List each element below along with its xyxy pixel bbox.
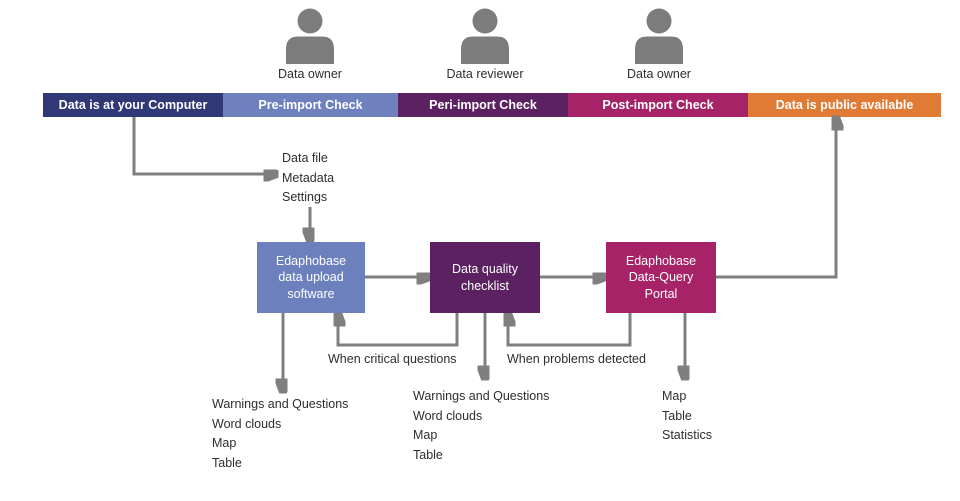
box-label-line: Data-Query bbox=[628, 270, 694, 285]
output-list-item: Warnings and Questions bbox=[413, 389, 550, 403]
segment-label: Data is at your Computer bbox=[58, 98, 208, 112]
arrow-feedback-checklist-to-upload bbox=[338, 313, 459, 347]
output-list-item: Warnings and Questions bbox=[212, 397, 349, 411]
arrow-computer-to-input bbox=[132, 117, 265, 174]
output-list-item: Table bbox=[413, 447, 443, 462]
person-icon bbox=[286, 8, 334, 64]
feedback-label-problems-detected: When problems detected bbox=[507, 352, 646, 366]
actor-data-owner-2: Data owner bbox=[589, 8, 729, 81]
person-icon bbox=[461, 8, 509, 64]
pipeline-segment-computer: Data is at your Computer bbox=[43, 93, 223, 117]
box-label-line: data upload bbox=[278, 270, 344, 285]
input-list-item: Data file bbox=[282, 151, 328, 165]
arrow-feedback-portal-to-checklist bbox=[508, 313, 632, 347]
output-list-item: Map bbox=[662, 389, 687, 403]
output-list-item: Table bbox=[662, 408, 692, 423]
box-label-line: Data quality bbox=[451, 262, 518, 276]
box-label-line: checklist bbox=[461, 278, 509, 293]
box-label-line: software bbox=[287, 286, 335, 301]
input-list-item: Metadata bbox=[282, 170, 335, 185]
box-label-line: Edaphobase bbox=[275, 253, 347, 268]
output-list-item: Statistics bbox=[662, 428, 713, 442]
feedback-label-critical-questions: When critical questions bbox=[328, 352, 457, 366]
input-list: Data file Metadata Settings bbox=[282, 149, 334, 208]
actor-data-reviewer: Data reviewer bbox=[415, 8, 555, 81]
output-list-item: Map bbox=[413, 428, 438, 442]
output-list-item: Word clouds bbox=[413, 408, 483, 423]
checklist-output-list: Warnings and Questions Word clouds Map T… bbox=[413, 387, 549, 465]
pipeline-segment-post-import: Post-import Check bbox=[568, 93, 748, 117]
box-label-line: Portal bbox=[644, 286, 678, 301]
portal-output-list: Map Table Statistics bbox=[662, 387, 712, 446]
pipeline-segment-pre-import: Pre-import Check bbox=[223, 93, 398, 117]
output-list-item: Map bbox=[212, 436, 237, 450]
upload-output-list: Warnings and Questions Word clouds Map T… bbox=[212, 395, 348, 473]
segment-label: Pre-import Check bbox=[258, 98, 363, 112]
output-list-item: Table bbox=[212, 455, 242, 470]
actor-label: Data reviewer bbox=[446, 67, 524, 81]
actor-data-owner-1: Data owner bbox=[240, 8, 380, 81]
segment-label: Post-import Check bbox=[602, 98, 714, 112]
arrow-portal-to-public bbox=[716, 129, 836, 279]
input-list-item: Settings bbox=[282, 190, 328, 204]
segment-label: Data is public available bbox=[775, 98, 914, 112]
actor-label: Data owner bbox=[278, 67, 342, 81]
segment-label: Peri-import Check bbox=[429, 98, 537, 112]
box-label-line: Edaphobase bbox=[625, 253, 697, 268]
pipeline-segment-public: Data is public available bbox=[748, 93, 941, 117]
pipeline-bar: Data is at your Computer Pre-import Chec… bbox=[43, 93, 941, 117]
upload-software-box: Edaphobase data upload software bbox=[257, 242, 365, 313]
person-icon bbox=[635, 8, 683, 64]
quality-checklist-box: Data quality checklist bbox=[430, 242, 540, 313]
actor-label: Data owner bbox=[627, 67, 691, 81]
data-query-portal-box: Edaphobase Data-Query Portal bbox=[606, 242, 716, 313]
pipeline-segment-peri-import: Peri-import Check bbox=[398, 93, 568, 117]
output-list-item: Word clouds bbox=[212, 416, 282, 431]
